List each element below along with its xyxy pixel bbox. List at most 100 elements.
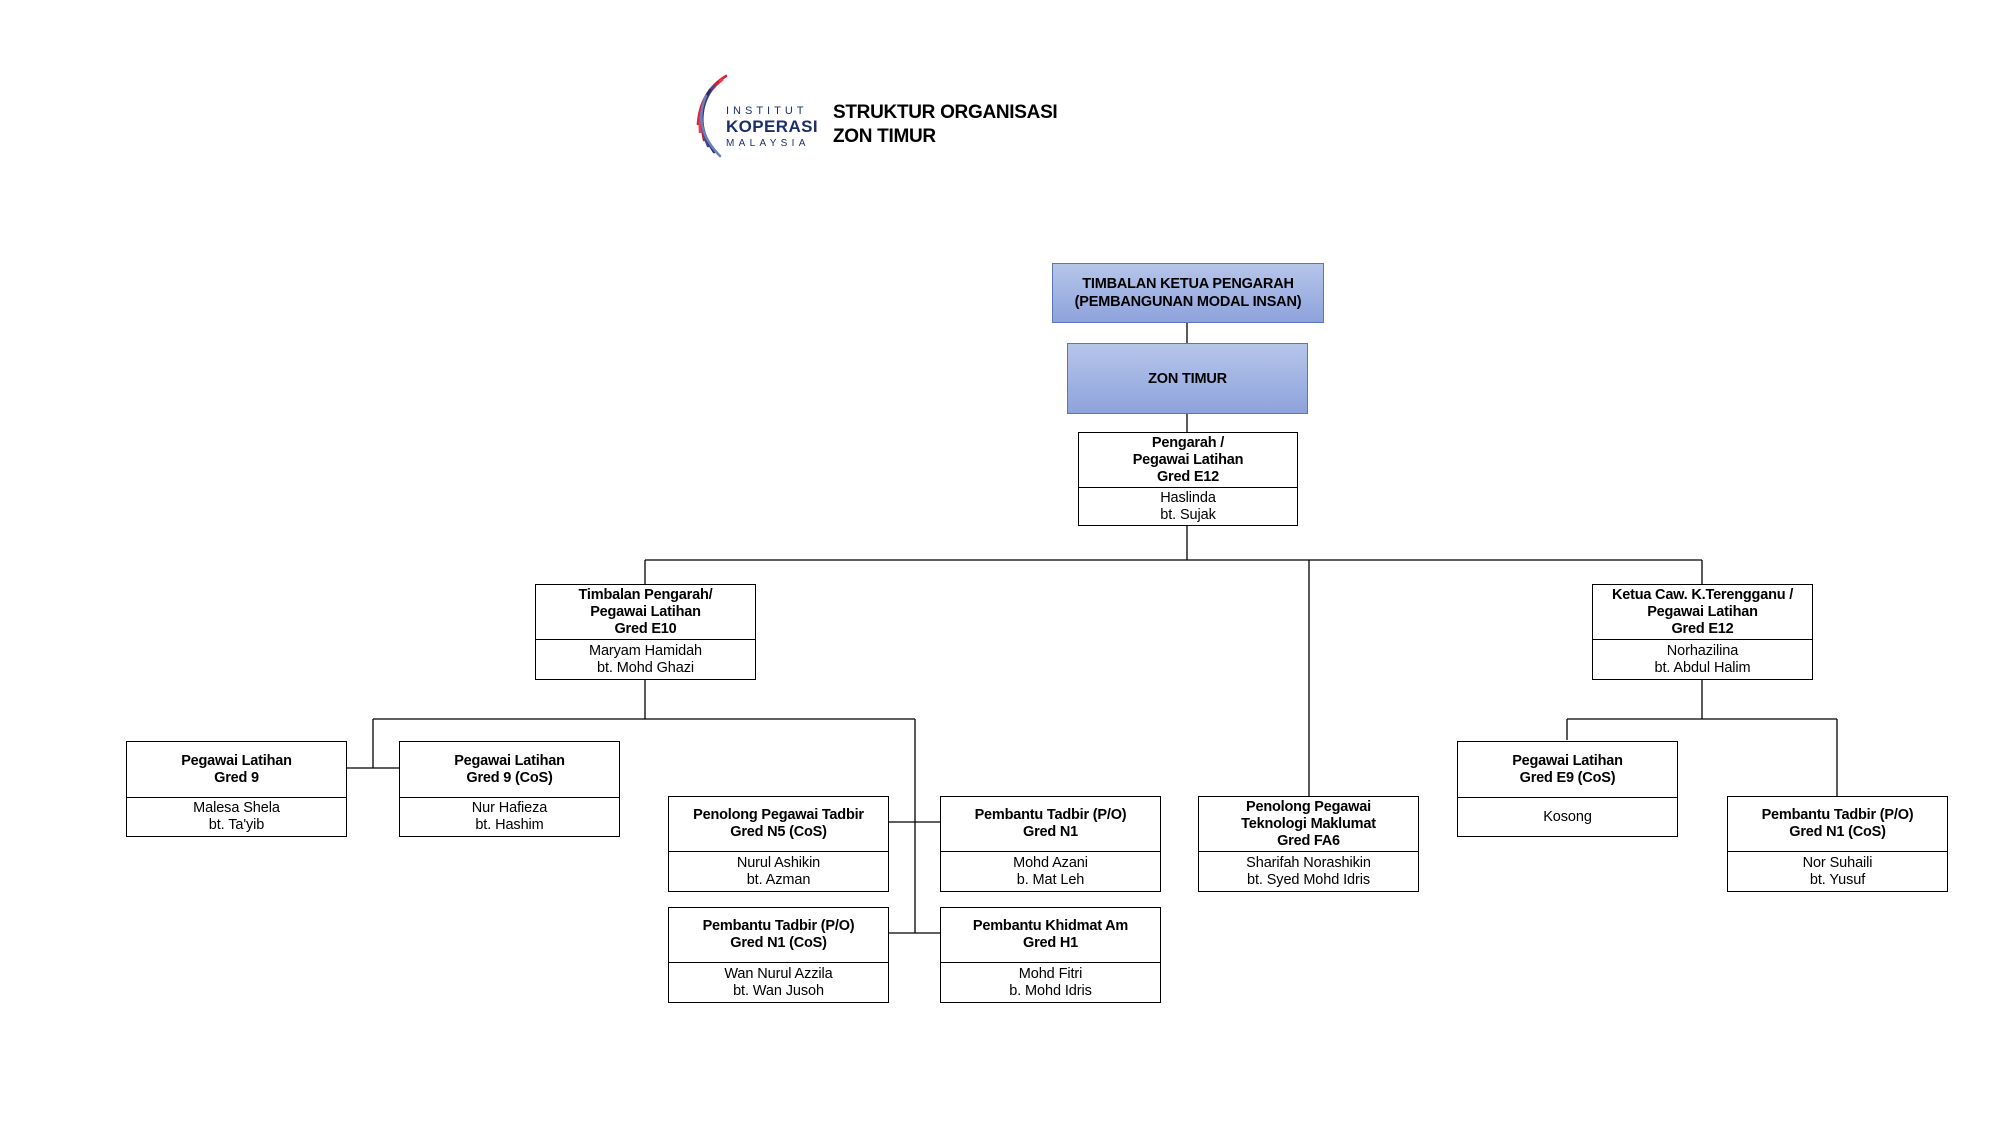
staff-name-line: b. Mat Leh xyxy=(1016,871,1085,888)
position-title-line: Pembantu Tadbir (P/O) xyxy=(974,807,1127,823)
position-title-line: Pengarah / xyxy=(1151,434,1225,451)
position-title: Pembantu Tadbir (P/O)Gred N1 (CoS) xyxy=(669,908,888,963)
zone-box-label: ZON TIMUR xyxy=(1148,370,1227,387)
page-title: STRUKTUR ORGANISASI ZON TIMUR xyxy=(833,101,1058,149)
position-title-line: Pegawai Latihan xyxy=(590,603,701,620)
position-title-line: Pembantu Tadbir (P/O) xyxy=(1761,807,1914,823)
staff-name-line: bt. Ta'yib xyxy=(208,817,265,833)
position-title-line: Gred N1 xyxy=(1022,824,1078,840)
staff-name-line: Mohd Fitri xyxy=(1018,965,1083,982)
page-title-line1: STRUKTUR ORGANISASI xyxy=(833,102,1058,123)
position-title-line: Pegawai Latihan xyxy=(181,752,292,769)
zone-box: ZON TIMUR xyxy=(1067,343,1308,414)
staff-name-line: bt. Azman xyxy=(746,871,811,888)
position-title-line: Teknologi Maklumat xyxy=(1241,815,1376,832)
logo-mark-icon xyxy=(696,74,728,158)
node-ketua-cawangan: Ketua Caw. K.Terengganu /Pegawai Latihan… xyxy=(1592,584,1813,680)
top-box-line2: (PEMBANGUNAN MODAL INSAN) xyxy=(1074,294,1302,310)
staff-name-line: bt. Yusuf xyxy=(1809,871,1866,888)
node-pembantu-tadbir-n1-cos: Pembantu Tadbir (P/O)Gred N1 (CoS)Wan Nu… xyxy=(668,907,889,1003)
staff-name-line: Nurul Ashikin xyxy=(736,854,821,871)
position-title-line: Pembantu Tadbir (P/O) xyxy=(702,918,855,934)
logo-text-line3: MALAYSIA xyxy=(726,138,810,149)
position-title-line: Gred E12 xyxy=(1156,468,1220,485)
position-title-line: Gred H1 xyxy=(1022,935,1078,951)
position-title-line: Penolong Pegawai Tadbir xyxy=(693,807,864,823)
position-title-line: Timbalan Pengarah/ xyxy=(578,586,713,603)
staff-name-line: Wan Nurul Azzila xyxy=(724,965,833,982)
logo-text-line2: KOPERASI xyxy=(726,117,818,136)
logo-text-line1: INSTITUT xyxy=(726,105,808,117)
staff-name-line: Kosong xyxy=(1543,808,1592,825)
position-title-line: Pegawai Latihan xyxy=(1512,752,1623,769)
staff-name-line: bt. Abdul Halim xyxy=(1654,659,1751,676)
position-title: Pembantu Tadbir (P/O)Gred N1 xyxy=(941,797,1160,852)
staff-name-line: Maryam Hamidah xyxy=(588,642,703,659)
position-title-line: Pegawai Latihan xyxy=(1132,451,1244,468)
position-title-line: Gred 9 (CoS) xyxy=(466,769,553,786)
staff-name-line: Nor Suhaili xyxy=(1802,854,1873,871)
position-title: Ketua Caw. K.Terengganu /Pegawai Latihan… xyxy=(1593,585,1812,640)
staff-name-line: Nur Hafieza xyxy=(471,800,548,816)
position-title-line: Gred N5 (CoS) xyxy=(730,824,827,840)
top-leadership-box: TIMBALAN KETUA PENGARAH (PEMBANGUNAN MOD… xyxy=(1052,263,1324,323)
staff-name-line: Sharifah Norashikin xyxy=(1246,854,1371,871)
staff-name-line: bt. Sujak xyxy=(1160,506,1216,523)
position-title-line: Pegawai Latihan xyxy=(454,752,565,769)
staff-name: Kosong xyxy=(1458,798,1677,836)
position-title-line: Gred E10 xyxy=(614,620,677,637)
page-title-line2: ZON TIMUR xyxy=(833,126,936,147)
position-title-line: Pembantu Khidmat Am xyxy=(972,918,1129,934)
position-title-line: Gred N1 (CoS) xyxy=(730,935,827,951)
staff-name-line: bt. Mohd Ghazi xyxy=(597,659,694,676)
position-title-line: Ketua Caw. K.Terengganu / xyxy=(1611,586,1794,603)
node-pembantu-tadbir-n1-cos-b: Pembantu Tadbir (P/O)Gred N1 (CoS) Nor Su… xyxy=(1727,796,1948,892)
position-title-line: Gred E9 (CoS) xyxy=(1519,769,1616,786)
staff-name-line: Haslinda xyxy=(1160,489,1216,506)
staff-name-line: b. Mohd Idris xyxy=(1009,982,1092,999)
logo: INSTITUT KOPERASI MALAYSIA xyxy=(690,72,820,158)
position-title-line: Pegawai Latihan xyxy=(1647,603,1758,620)
position-title-line: Gred FA6 xyxy=(1277,832,1340,849)
staff-name-line: Norhazilina xyxy=(1666,642,1739,659)
staff-name-line: Mohd Azani xyxy=(1013,854,1088,871)
position-title-line: Gred E12 xyxy=(1671,620,1734,637)
staff-name-line: bt. Hashim xyxy=(475,817,544,833)
staff-name-line: Malesa Shela xyxy=(193,800,280,816)
position-title-line: Gred 9 xyxy=(214,769,259,786)
position-title-line: Gred N1 (CoS) xyxy=(1789,824,1886,840)
top-box-line1: TIMBALAN KETUA PENGARAH xyxy=(1082,276,1294,292)
staff-name-line: bt. Syed Mohd Idris xyxy=(1246,871,1371,888)
staff-name-line: bt. Wan Jusoh xyxy=(733,982,824,999)
position-title-line: Penolong Pegawai xyxy=(1246,798,1371,815)
